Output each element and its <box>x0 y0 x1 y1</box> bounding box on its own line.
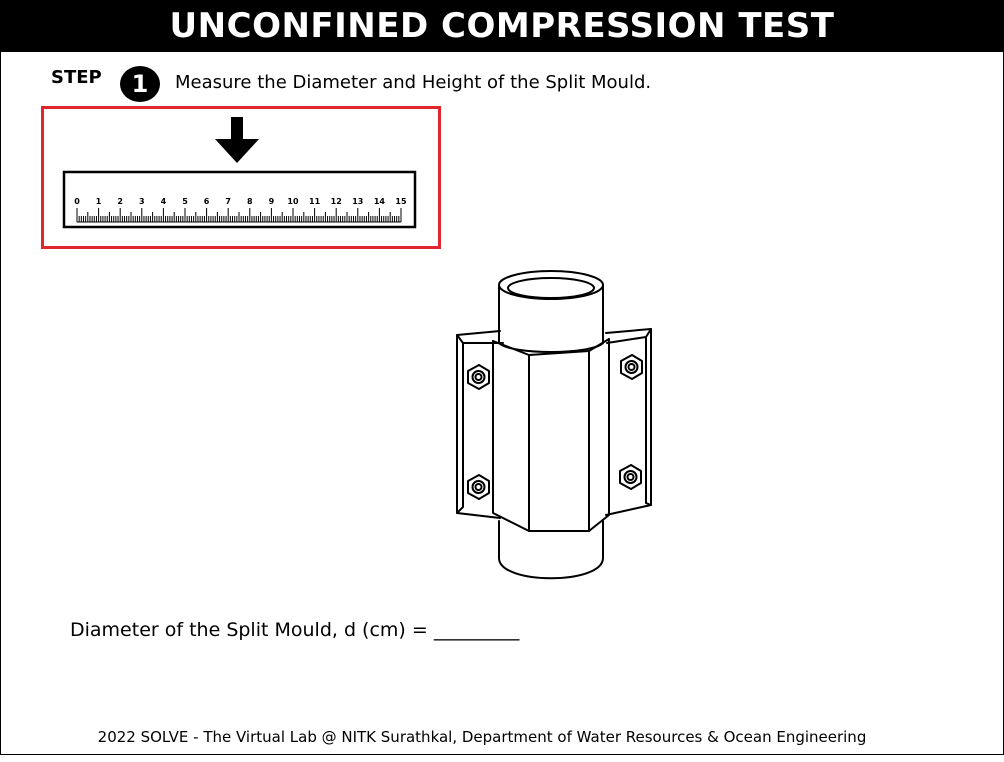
ruler-scale-label: 5 <box>182 197 188 206</box>
footer-credit: 2022 SOLVE - The Virtual Lab @ NITK Sura… <box>97 728 867 746</box>
ruler-scale-label: 10 <box>287 197 299 206</box>
page-title: UNCONFINED COMPRESSION TEST <box>1 1 1003 52</box>
ruler-scale-label: 8 <box>247 197 253 206</box>
ruler-scale-label: 9 <box>269 197 275 206</box>
diameter-input-row: Diameter of the Split Mould, d (cm) = __… <box>70 619 519 641</box>
ruler-scale-label: 3 <box>139 197 145 206</box>
step-number-badge: 1 <box>120 66 160 102</box>
step-instruction: Measure the Diameter and Height of the S… <box>175 72 652 93</box>
arrow-down-icon <box>215 117 259 163</box>
ruler-ticks <box>76 208 402 223</box>
ruler-scale-label: 13 <box>352 197 363 206</box>
ruler-scale-label: 4 <box>161 197 167 206</box>
ruler-scale-label: 1 <box>96 197 102 206</box>
ruler-scale-label: 7 <box>225 197 231 206</box>
ruler-scale-label: 6 <box>204 197 210 206</box>
diameter-answer-blank[interactable]: _________ <box>433 619 520 641</box>
ruler-scale-label: 0 <box>74 197 80 206</box>
split-mould-illustration <box>456 270 652 580</box>
ruler-scale-label: 12 <box>331 197 342 206</box>
ruler-scale-label: 14 <box>374 197 386 206</box>
diameter-label: Diameter of the Split Mould, d (cm) = <box>70 619 428 641</box>
ruler-scale-label: 2 <box>117 197 123 206</box>
ruler-scale-label: 15 <box>395 197 407 206</box>
ruler-scale-label: 11 <box>309 197 321 206</box>
step-label: STEP <box>51 67 102 88</box>
